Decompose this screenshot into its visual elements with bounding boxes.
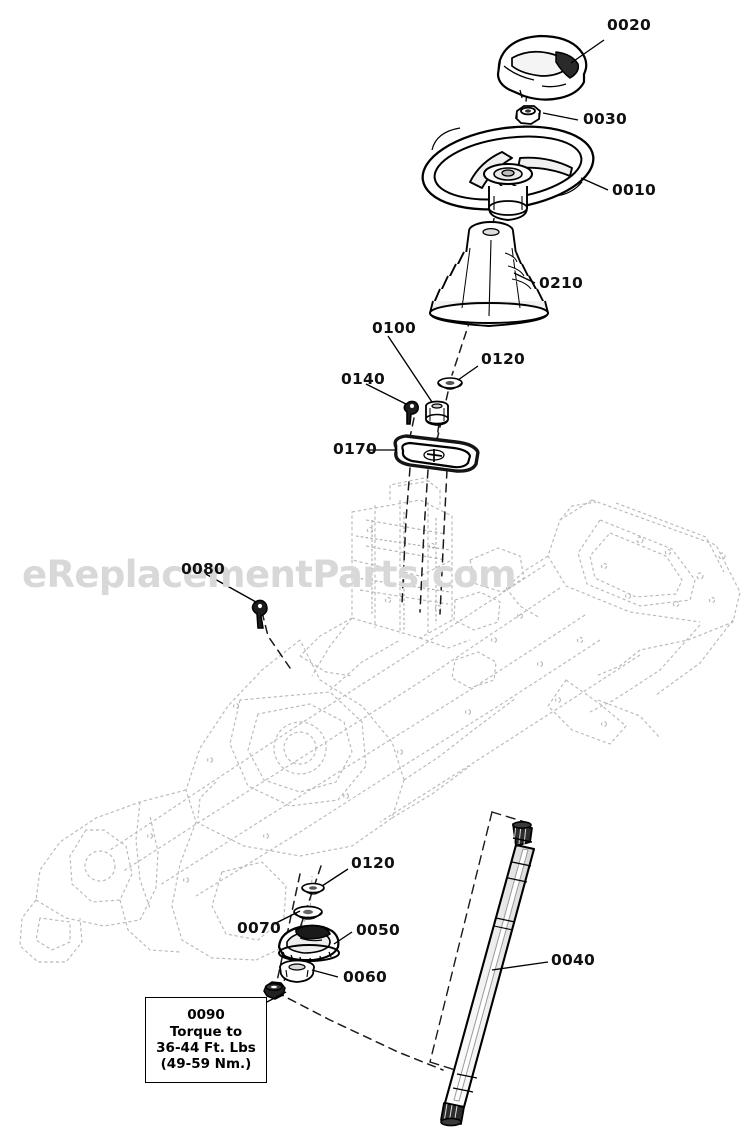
callout-0050: 0050 — [356, 921, 400, 939]
callout-0030: 0030 — [583, 110, 627, 128]
part-0120-washer-upper — [437, 377, 463, 390]
torque-note-line3: 36-44 Ft. Lbs — [156, 1040, 256, 1056]
callout-0170: 0170 — [333, 440, 377, 458]
callout-0120-upper: 0120 — [481, 350, 525, 368]
callout-0010: 0010 — [612, 181, 656, 199]
torque-note-box: 0090 Torque to 36-44 Ft. Lbs (49-59 Nm.) — [145, 997, 267, 1083]
part-0060-race — [279, 959, 315, 983]
part-0070-washer — [293, 905, 323, 920]
callout-0100: 0100 — [372, 319, 416, 337]
part-0170-plate — [393, 434, 480, 473]
torque-note-line4: (49-59 Nm.) — [160, 1056, 252, 1073]
part-0140-pin — [403, 400, 419, 425]
part-0030-nut — [515, 105, 541, 125]
callout-0140: 0140 — [341, 370, 385, 388]
callout-0210: 0210 — [539, 274, 583, 292]
torque-note-id: 0090 — [187, 1007, 225, 1024]
callout-0060: 0060 — [343, 968, 387, 986]
part-0010-steering-wheel — [421, 125, 595, 221]
part-0040-shaft — [440, 820, 536, 1127]
callout-0040: 0040 — [551, 951, 595, 969]
part-0050-gear — [277, 924, 340, 963]
callout-0120-lower: 0120 — [351, 854, 395, 872]
part-0120-washer-lower — [301, 882, 325, 895]
callout-0070: 0070 — [237, 919, 281, 937]
callout-0080: 0080 — [181, 560, 225, 578]
part-0080-bolt — [251, 599, 268, 629]
part-0020-cap — [496, 34, 588, 101]
torque-note-line2: Torque to — [169, 1023, 243, 1040]
part-0210-boot — [429, 221, 549, 327]
part-0100-bushing — [425, 400, 449, 426]
callout-0020: 0020 — [607, 16, 651, 34]
